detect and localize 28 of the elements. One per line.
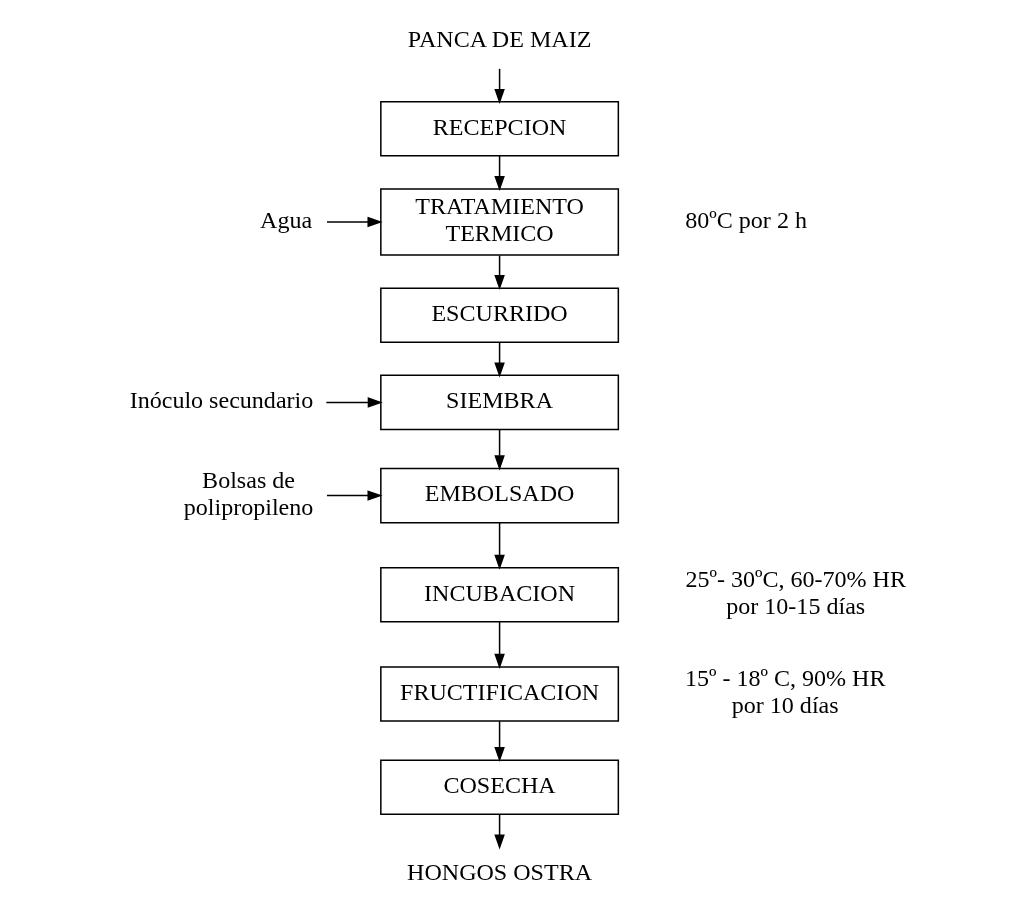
node-label: 15º - 18º C, 90% HR por 10 días <box>684 665 885 719</box>
node-box: SIEMBRA <box>379 374 619 431</box>
arrow <box>493 68 505 104</box>
arrow <box>325 397 383 408</box>
node-box: TRATAMIENTO TERMICO <box>379 188 619 256</box>
node-text: Inóculo secundario <box>129 387 313 414</box>
node-text: Agua <box>259 206 312 233</box>
arrow <box>493 522 505 570</box>
node-box: FRUCTIFICACION <box>379 666 619 722</box>
arrow <box>325 216 382 228</box>
arrow <box>493 428 505 471</box>
node-box: COSECHA <box>379 759 619 815</box>
node-box: INCUBACION <box>379 567 619 623</box>
arrow <box>493 621 505 669</box>
node-label: 25º- 30ºC, 60-70% HR por 10-15 días <box>684 565 906 620</box>
node-box: ESCURRIDO <box>379 287 619 343</box>
node-label: 80ºC por 2 h <box>684 206 807 233</box>
node-box: EMBOLSADO <box>379 467 619 524</box>
node-text: HONGOS OSTRA <box>406 859 592 886</box>
arrow <box>493 254 505 290</box>
node-text: PANCA DE MAIZ <box>407 26 591 53</box>
arrow <box>493 155 505 191</box>
node-text: Bolsas de polipropileno <box>183 466 313 520</box>
arrow <box>493 720 505 762</box>
arrow <box>493 341 505 378</box>
arrow <box>325 490 383 501</box>
arrow <box>493 813 505 850</box>
node-box: RECEPCION <box>379 101 619 157</box>
